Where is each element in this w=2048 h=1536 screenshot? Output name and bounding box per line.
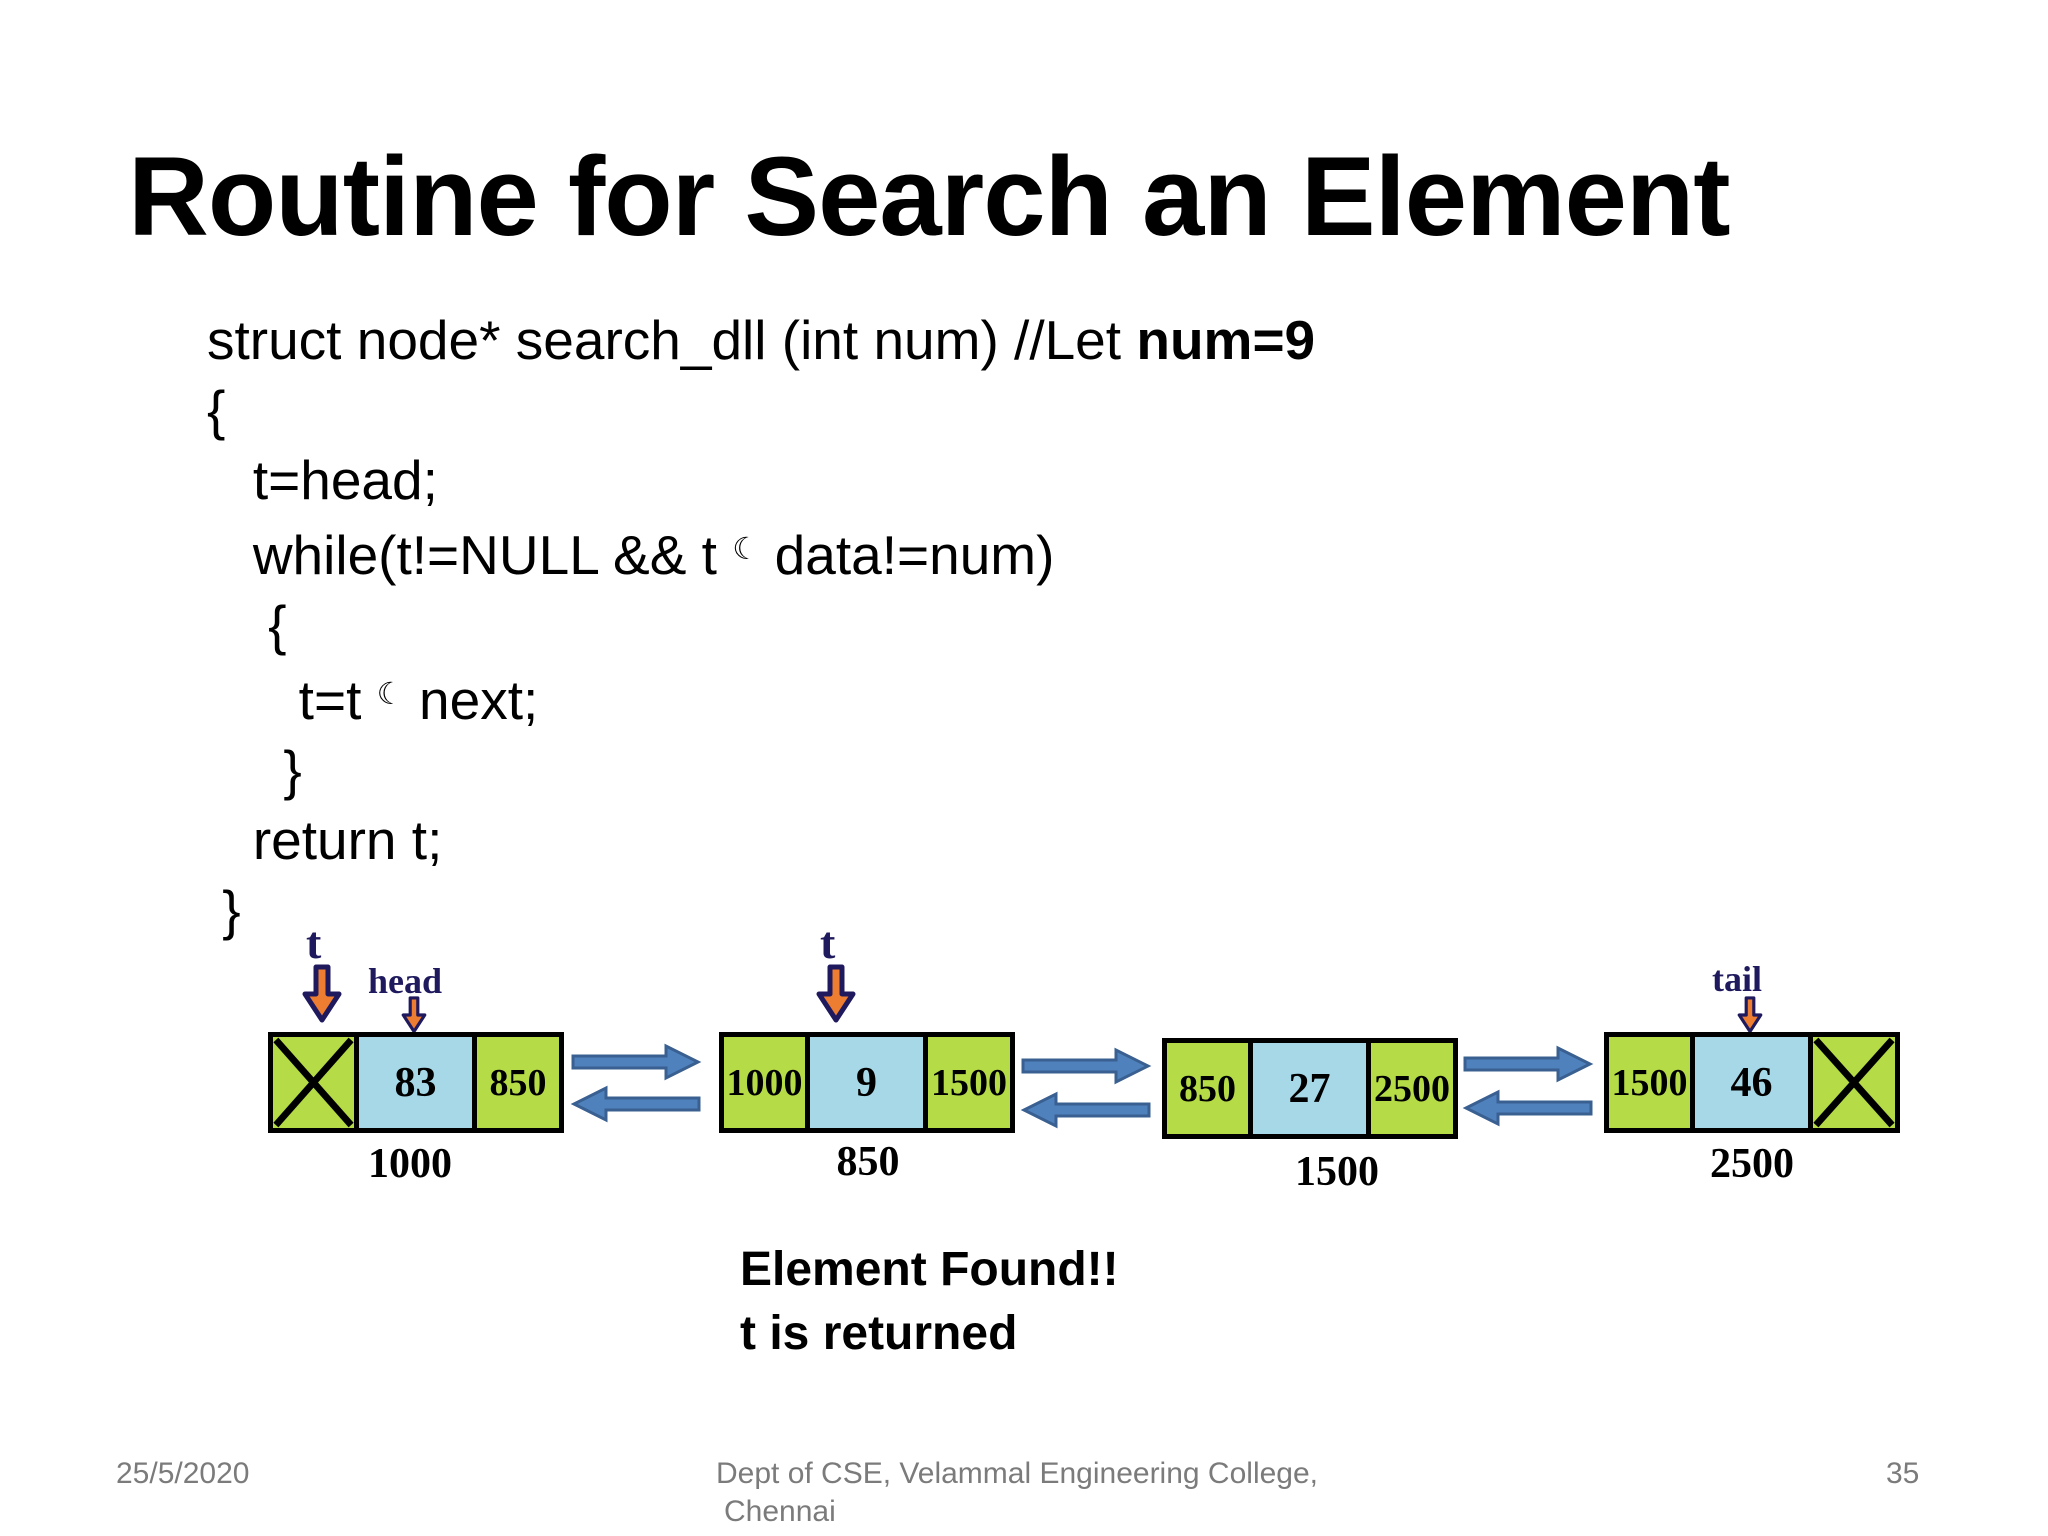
next-link-arrow-icon bbox=[1463, 1045, 1594, 1083]
result-annotation: Element Found!! t is returned bbox=[740, 1238, 1119, 1366]
footer-date: 25/5/2020 bbox=[116, 1457, 250, 1490]
code-line: { bbox=[207, 379, 226, 441]
code-line: t=head; bbox=[207, 449, 438, 511]
null-x-icon bbox=[1813, 1037, 1895, 1128]
prev-pointer-null-cell bbox=[273, 1037, 354, 1128]
data-cell: 9 bbox=[805, 1037, 923, 1128]
code-line: t=t ☾ next; bbox=[207, 669, 539, 732]
pointer-arrow-glyph: ☾ bbox=[732, 533, 760, 566]
next-link-arrow-icon bbox=[571, 1043, 702, 1081]
footer-page-number: 35 bbox=[1886, 1457, 1920, 1490]
t-pointer-label: t bbox=[306, 917, 322, 968]
tail-pointer-label: tail bbox=[1712, 959, 1762, 999]
list-node: 1000 9 1500 bbox=[719, 1032, 1015, 1133]
next-pointer-null-cell bbox=[1808, 1037, 1895, 1128]
next-pointer-cell: 1500 bbox=[923, 1037, 1010, 1128]
t-pointer-down-arrow-icon bbox=[302, 964, 342, 1023]
t-returned-text: t is returned bbox=[740, 1307, 1018, 1360]
node-address-label: 850 bbox=[836, 1139, 900, 1185]
footer-department-line: Dept of CSE, Velammal Engineering Colleg… bbox=[716, 1457, 1318, 1490]
code-line: struct node* search_dll (int num) //Let … bbox=[207, 309, 1316, 371]
t-pointer-down-arrow-icon bbox=[816, 964, 856, 1023]
code-line: return t; bbox=[207, 809, 443, 872]
footer-institution: Dept of CSE, Velammal Engineering Colleg… bbox=[716, 1455, 1318, 1531]
data-cell: 46 bbox=[1690, 1037, 1808, 1128]
t-pointer-label: t bbox=[820, 917, 836, 968]
next-link-arrow-icon bbox=[1021, 1047, 1152, 1085]
element-found-text: Element Found!! bbox=[740, 1243, 1119, 1296]
node-address-label: 2500 bbox=[1710, 1141, 1794, 1187]
footer-city-line: Chennai bbox=[724, 1495, 836, 1528]
data-cell: 83 bbox=[354, 1037, 472, 1128]
head-pointer-label: head bbox=[368, 961, 443, 1001]
prev-pointer-cell: 850 bbox=[1167, 1043, 1248, 1134]
data-cell: 27 bbox=[1248, 1043, 1366, 1134]
pointer-arrow-glyph: ☾ bbox=[376, 678, 404, 712]
list-node: 850 27 2500 bbox=[1162, 1038, 1458, 1139]
null-x-icon bbox=[273, 1037, 354, 1128]
prev-link-arrow-icon bbox=[1020, 1091, 1151, 1129]
prev-link-arrow-icon bbox=[1462, 1089, 1593, 1127]
next-pointer-cell: 850 bbox=[472, 1037, 559, 1128]
next-pointer-cell: 2500 bbox=[1366, 1043, 1453, 1134]
code-line: } bbox=[207, 739, 302, 802]
code-line: } bbox=[207, 879, 241, 942]
prev-pointer-cell: 1000 bbox=[724, 1037, 805, 1128]
code-line: while(t!=NULL && t ☾ data!=num) bbox=[207, 524, 1055, 587]
prev-link-arrow-icon bbox=[570, 1085, 701, 1123]
code-line: { bbox=[207, 594, 287, 657]
list-node: 1500 46 bbox=[1604, 1032, 1900, 1133]
head-pointer-down-arrow-icon bbox=[401, 996, 427, 1034]
node-address-label: 1500 bbox=[1295, 1149, 1379, 1195]
code-block: struct node* search_dll (int num) //Let … bbox=[207, 305, 1315, 945]
tail-pointer-down-arrow-icon bbox=[1737, 996, 1763, 1034]
page-title: Routine for Search an Element bbox=[128, 134, 1731, 259]
prev-pointer-cell: 1500 bbox=[1609, 1037, 1690, 1128]
list-node: 83 850 bbox=[268, 1032, 564, 1133]
node-address-label: 1000 bbox=[368, 1141, 452, 1187]
